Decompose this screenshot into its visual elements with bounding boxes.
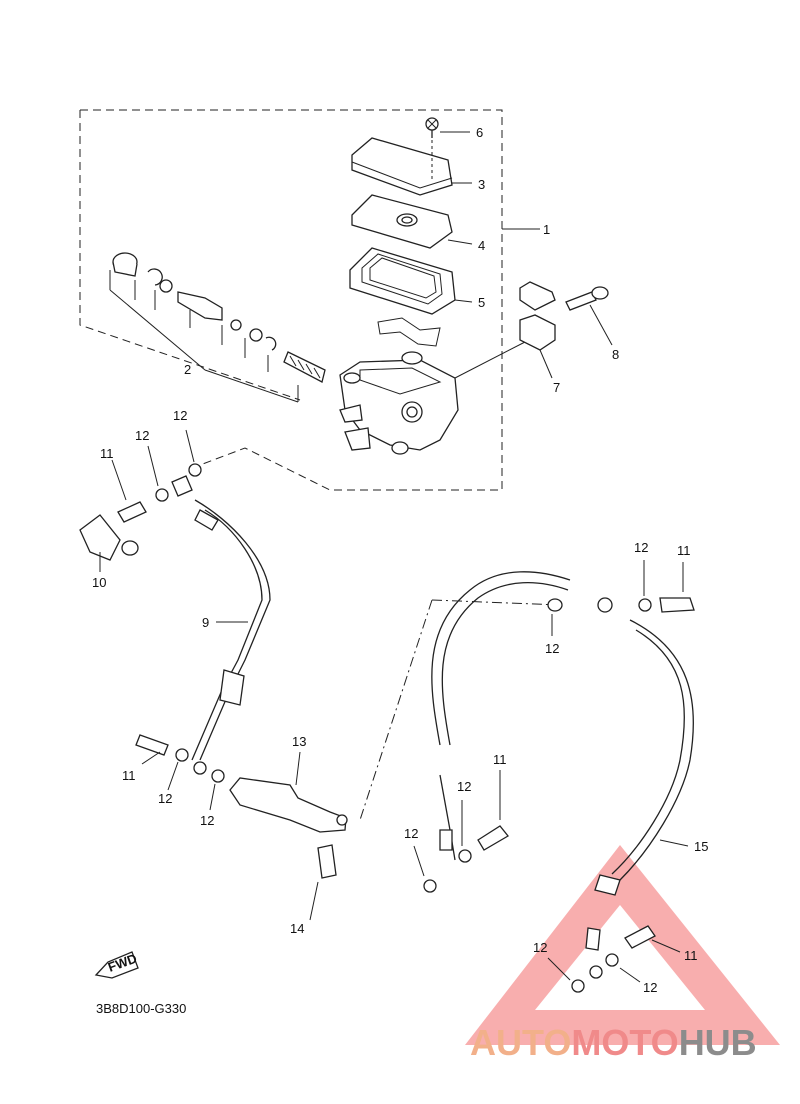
callout-11-a: 11 [100, 446, 114, 461]
callout-11-c: 11 [677, 543, 691, 558]
callout-9: 9 [202, 615, 209, 630]
callout-2: 2 [184, 362, 191, 377]
screw-6 [425, 117, 470, 138]
callout-11-b: 11 [122, 768, 136, 783]
bolt-8 [565, 286, 613, 346]
diaphragm-plate-4 [351, 194, 473, 249]
union-bolt-11-c [547, 560, 695, 636]
watermark-part-moto: MOTO [571, 1022, 679, 1063]
reservoir-cap-3 [351, 137, 472, 196]
callouts: 1 2 3 4 5 6 7 8 9 10 11 11 11 11 11 12 1… [92, 125, 708, 995]
watermark-part-hub: HUB [678, 1022, 757, 1063]
callout-12-e: 12 [634, 540, 648, 555]
callout-10: 10 [92, 575, 106, 590]
brake-hose-15 [359, 571, 695, 951]
callout-8: 8 [612, 347, 619, 362]
diaphragm-5 [349, 247, 473, 347]
callout-5: 5 [478, 295, 485, 310]
callout-13: 13 [292, 734, 306, 749]
callout-12-f: 12 [545, 641, 559, 656]
callout-15: 15 [694, 839, 708, 854]
callout-12-h: 12 [404, 826, 418, 841]
clamp-7 [519, 281, 556, 379]
callout-12-g: 12 [457, 779, 471, 794]
callout-11-e: 11 [684, 948, 698, 963]
callout-12-c: 12 [158, 791, 172, 806]
callout-1: 1 [543, 222, 550, 237]
union-bolt-11-b [135, 734, 225, 811]
callout-12-j: 12 [643, 980, 657, 995]
union-bolt-11-e [547, 925, 681, 993]
callout-11-d: 11 [493, 752, 507, 767]
callout-3: 3 [478, 177, 485, 192]
callout-14: 14 [290, 921, 304, 936]
union-bolt-11-d [413, 770, 509, 893]
watermark-triangle [465, 845, 780, 1045]
piston-kit-2 [109, 252, 326, 403]
hose-joint-13 [229, 751, 348, 833]
bolt-14 [309, 844, 337, 921]
banjo-10 [79, 514, 139, 572]
callout-4: 4 [478, 238, 485, 253]
brake-hose-9 [191, 499, 271, 761]
diagram-code: 3B8D100-G330 [96, 1001, 187, 1016]
callout-12-b: 12 [173, 408, 187, 423]
callout-12-i: 12 [533, 940, 547, 955]
callout-7: 7 [553, 380, 560, 395]
watermark-text: AUTOMOTOHUB [470, 1022, 757, 1064]
master-cylinder-body [339, 341, 526, 455]
union-bolt-11-a [111, 429, 202, 523]
watermark-part-auto: AUTO [470, 1022, 572, 1063]
callout-6: 6 [476, 125, 483, 140]
callout-12-d: 12 [200, 813, 214, 828]
assembly-boundary [79, 109, 503, 491]
fwd-arrow-icon: FWD [94, 951, 139, 979]
callout-12-a: 12 [135, 428, 149, 443]
